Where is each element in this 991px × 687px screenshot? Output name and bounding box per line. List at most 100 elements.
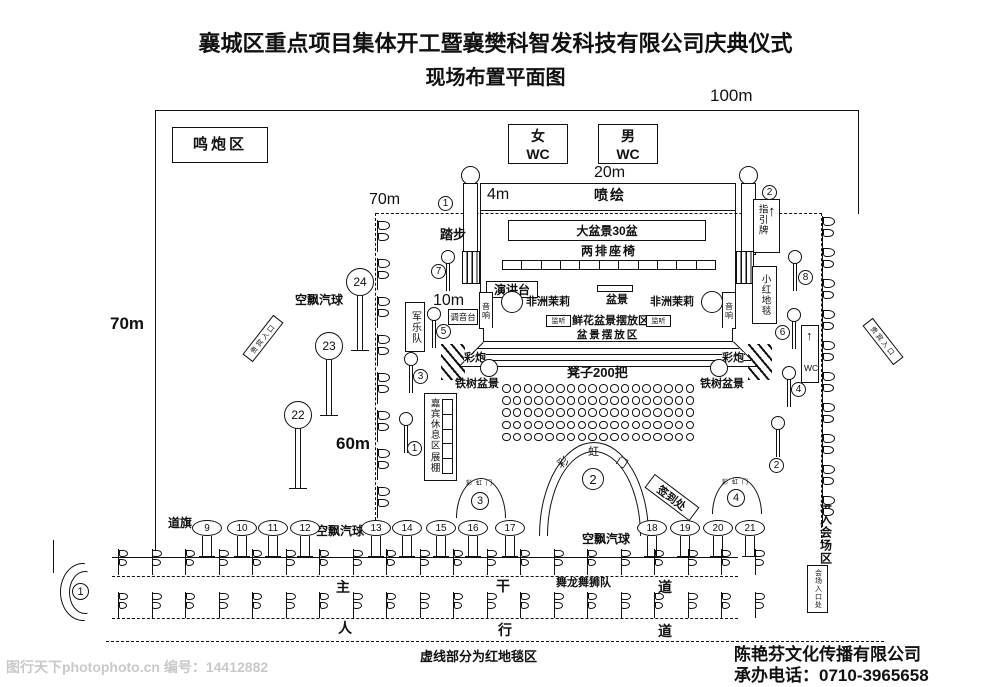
mixer-label: 调音台: [450, 312, 476, 322]
stool-icon: [685, 432, 695, 442]
road-balloon-tether: [647, 536, 657, 556]
flag-pole: [754, 549, 756, 575]
flag-banner: [520, 602, 530, 609]
stool-icon: [534, 432, 543, 442]
flag-banner: [823, 383, 834, 392]
flag-banner: [823, 507, 834, 516]
flag-pole: [218, 592, 220, 618]
flag-pole: [151, 549, 153, 575]
flag-banner: [378, 335, 390, 345]
flag-pole: [377, 486, 378, 518]
mixer-box: 调音台: [448, 309, 478, 325]
cycad-right-icon: [710, 359, 728, 377]
road-flag-icon: [419, 592, 434, 618]
marker-number: 5: [436, 324, 451, 339]
stool-icon: [577, 384, 587, 393]
guest-rest-label: 嘉宾休息区: [428, 398, 440, 451]
flag-banner: [654, 602, 664, 609]
balloon-road-label2: 空飘汽球: [582, 532, 631, 546]
stool-icon: [685, 420, 695, 430]
stool-icon: [664, 408, 673, 417]
dim-stage-offset: 10m: [433, 292, 465, 309]
flag-pole: [151, 592, 153, 618]
vip-right-sign: 贵宾入口: [862, 317, 904, 366]
up-arrow-icon: ↑: [806, 328, 813, 343]
marker-balloon-icon: [787, 308, 801, 322]
road-balloon-base: [297, 556, 313, 557]
stool-icon: [545, 384, 554, 393]
road-balloon-base: [433, 556, 449, 557]
road-flag-icon: [721, 592, 735, 618]
stool-icon: [664, 432, 673, 442]
flag-pole: [377, 220, 378, 252]
flag-pole: [386, 549, 387, 575]
flag-pole: [822, 371, 823, 403]
stool-icon: [534, 408, 543, 417]
flag-banner: [219, 549, 229, 558]
flag-banner: [420, 559, 429, 566]
speaker-right-label: 音响: [724, 301, 734, 320]
stage-step-line: [477, 348, 739, 349]
flag-banner: [587, 549, 598, 558]
flag-pole: [377, 372, 378, 404]
flag-banner: [386, 559, 396, 566]
flag-banner: [823, 434, 835, 444]
balloon-pole: [326, 359, 332, 415]
vip-left-label: 贵宾入口: [249, 322, 278, 356]
road-balloon-tether: [371, 536, 381, 556]
flag-pole: [822, 464, 823, 496]
wc-small-label: WC: [804, 363, 819, 373]
flag-banner: [823, 403, 835, 413]
stool-icon: [534, 420, 543, 430]
stool-icon: [566, 432, 576, 442]
flag-pole: [377, 258, 378, 290]
flag-pole: [252, 592, 253, 618]
road-balloon-tether: [468, 536, 478, 556]
flag-pole: [587, 549, 588, 575]
stool-icon: [523, 432, 533, 442]
stool-icon: [523, 384, 533, 393]
flag-banner: [378, 498, 389, 507]
flag-banner: [252, 602, 262, 609]
flag-pole: [118, 592, 119, 618]
dim-left-span: 70m: [369, 191, 401, 208]
road-flag-icon: [185, 592, 199, 618]
balloon-pole: [295, 428, 301, 488]
jasmine-left-circle: [501, 291, 523, 313]
stool-icon: [674, 432, 684, 442]
stool-icon: [502, 420, 511, 430]
flag-banner: [823, 496, 835, 506]
flag-pole: [319, 592, 320, 618]
flag-banner: [219, 559, 228, 566]
marker-balloon-icon: [427, 307, 441, 321]
steps-left: [462, 251, 480, 284]
flag-pole: [721, 592, 722, 618]
organizer-phone: 承办电话：0710-3965658: [734, 666, 929, 685]
stool-icon: [588, 396, 597, 405]
road-flag-icon: [218, 549, 233, 575]
marker-pole: [409, 365, 413, 393]
column-marker-1: 1: [438, 196, 453, 211]
flag-pole: [687, 549, 689, 575]
road-flag-icon: [754, 549, 769, 575]
left-column-flag-icon: [377, 486, 394, 518]
page-title: 襄城区重点项目集体开工暨襄樊科智发科技有限公司庆典仪式: [198, 31, 793, 56]
stool-icon: [620, 408, 630, 417]
cycad-left-label: 铁树盆景: [455, 378, 499, 390]
marker-number: 8: [798, 270, 813, 285]
stool-icon: [642, 384, 651, 393]
dim-left-span2: 60m: [336, 434, 371, 453]
right-column-flag-icon: [822, 433, 839, 465]
flag-pole: [822, 247, 823, 279]
stool-icon: [512, 432, 522, 442]
stool-icon: [599, 420, 608, 430]
flag-banner: [152, 559, 161, 566]
road-flag-icon: [453, 592, 467, 618]
dragon-team-label: 舞龙舞狮队: [556, 577, 611, 590]
stool-icon: [599, 408, 608, 417]
stool-icon: [610, 396, 619, 405]
arch-1-number: 1: [72, 583, 89, 600]
flag-banner: [286, 549, 296, 558]
flag-banner: [554, 592, 564, 601]
road-balloon-tether: [680, 536, 690, 556]
